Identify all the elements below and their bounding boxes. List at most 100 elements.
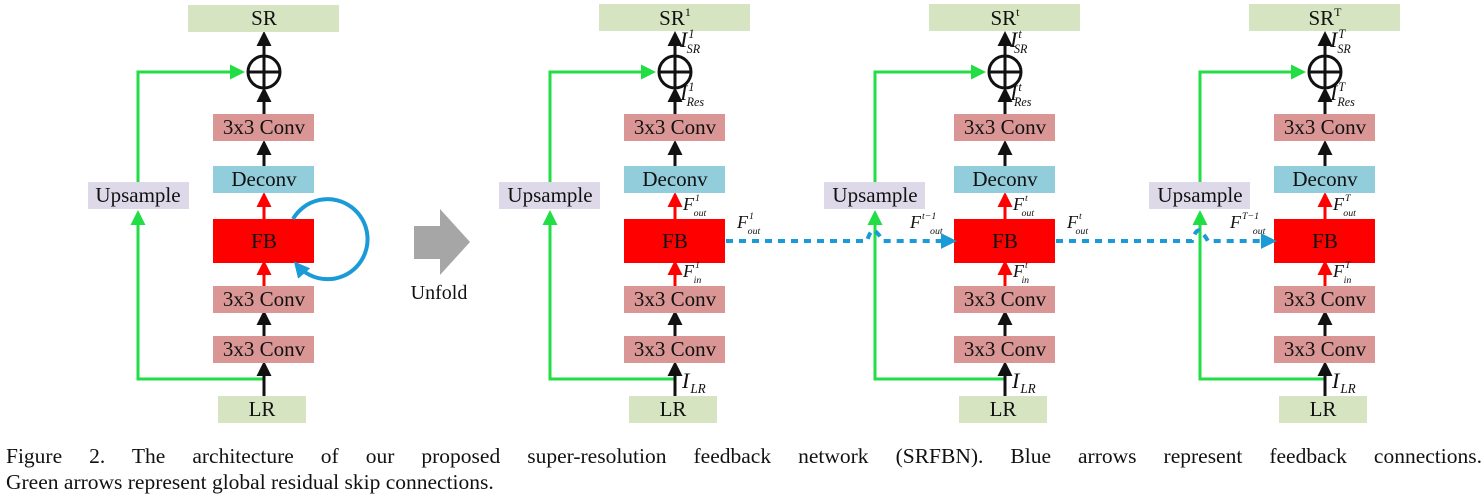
caption-line-2: Green arrows represent global residual s… [6,470,494,494]
feedback-in-label-sub: out [1253,226,1266,237]
upsample-box [824,182,925,209]
sr-box [188,5,339,32]
i-res-label-sup: T [1338,80,1346,94]
upsample-box [499,182,600,209]
conv-mid-label: 3x3 Conv [223,287,306,311]
conv-top-box [954,114,1055,141]
f-in-label-sub: in [694,275,702,286]
conv-mid-label: 3x3 Conv [964,287,1047,311]
i-sr-label-base: I [679,27,689,52]
conv-bot-box [954,336,1055,363]
i-lr-label: ILR [1011,368,1036,396]
i-lr-label-sub: LR [689,381,705,396]
unfold-arrow-icon [414,209,470,275]
sr-label: SRT [1308,5,1342,30]
deconv-label: Deconv [231,167,297,191]
folded-network: SR 3x3 Conv Deconv FB 3x3 Conv 3x3 Conv … [88,5,370,423]
upsample-label: Upsample [1157,183,1242,207]
fb-label: FB [992,229,1018,253]
lr-box [959,396,1047,423]
f-out-label-sub: out [1343,208,1356,219]
i-sr-label-base: I [1009,27,1019,52]
f-out-label-base: F [682,194,695,214]
sr-box [929,4,1080,31]
conv-bot-label: 3x3 Conv [964,337,1047,361]
caption-line-1: Figure 2. The architecture of our propos… [6,444,1482,468]
conv-mid-label: 3x3 Conv [1284,287,1367,311]
fb-box [1274,219,1375,263]
conv-bot-box [1274,336,1375,363]
lr-label: LR [990,397,1017,421]
i-lr-label-base: I [1011,368,1021,393]
lr-box [1279,396,1367,423]
feedback-in-label-sub: out [930,226,943,237]
f-in-label-sup: 1 [695,260,700,271]
feedback-connection-arrow [1056,228,1277,249]
skip-connection-arrow [867,210,1005,381]
i-sr-label-base: I [1329,27,1339,52]
sr-label-sup: 1 [685,5,691,19]
conv-top-box [624,114,725,141]
conv-top-box [213,114,314,141]
figure-caption: Figure 2. The architecture of our propos… [6,443,1482,495]
conv-mid-box [954,286,1055,313]
f-in-label: F1 in [682,260,701,286]
deconv-label: Deconv [642,167,708,191]
conv-mid-box [1274,286,1375,313]
i-sr-label-sub: SR [1337,42,1351,56]
i-lr-label-sub: LR [1339,381,1355,396]
feedback-in-label-sup: T−1 [1242,211,1259,222]
feedback-connection-arrow [726,228,957,249]
i-lr-label: ILR [1331,368,1356,396]
conv-mid-box [624,286,725,313]
conv-top-label: 3x3 Conv [223,115,306,139]
fb-label: FB [251,229,277,253]
f-out-label-base: F [1332,194,1345,214]
conv-mid-box [213,286,314,313]
conv-top-label: 3x3 Conv [1284,115,1367,139]
f-in-label-base: F [682,261,695,281]
i-lr-label-sub: LR [1019,381,1035,396]
f-out-label-sup: t [1025,193,1028,204]
sr-label-base: SR [659,6,685,30]
i-sr-label-sup: t [1018,27,1022,41]
sr-label: SR1 [659,5,691,30]
f-in-label-sub: in [1021,275,1029,286]
i-res-label-sub: Res [686,95,705,109]
sr-label-base: SR [1308,6,1334,30]
f-in-label-sub: in [1344,275,1352,286]
lr-label: LR [1310,397,1337,421]
deconv-box [1274,166,1375,193]
lr-box [629,396,717,423]
sr-label-base: SR [990,6,1016,30]
feedback-out-label-sup: 1 [749,211,754,222]
skip-connection-arrow [1192,210,1325,381]
deconv-label: Deconv [972,167,1038,191]
i-sr-label-sub: SR [1014,42,1028,56]
deconv-box [213,166,314,193]
i-lr-label: ILR [681,368,706,396]
conv-bot-box [624,336,725,363]
f-in-label-sup: t [1025,260,1028,271]
i-res-label-sup: t [1018,80,1022,94]
sr-label-sup: T [1334,5,1342,19]
f-in-label-base: F [1332,261,1345,281]
feedback-loop-arrow [291,197,370,282]
f-in-label-base: F [1012,261,1025,281]
f-out-label-base: F [1012,194,1025,214]
upsample-label: Upsample [507,183,592,207]
upsample-label: Upsample [832,183,917,207]
skip-connection-arrow [542,210,675,381]
